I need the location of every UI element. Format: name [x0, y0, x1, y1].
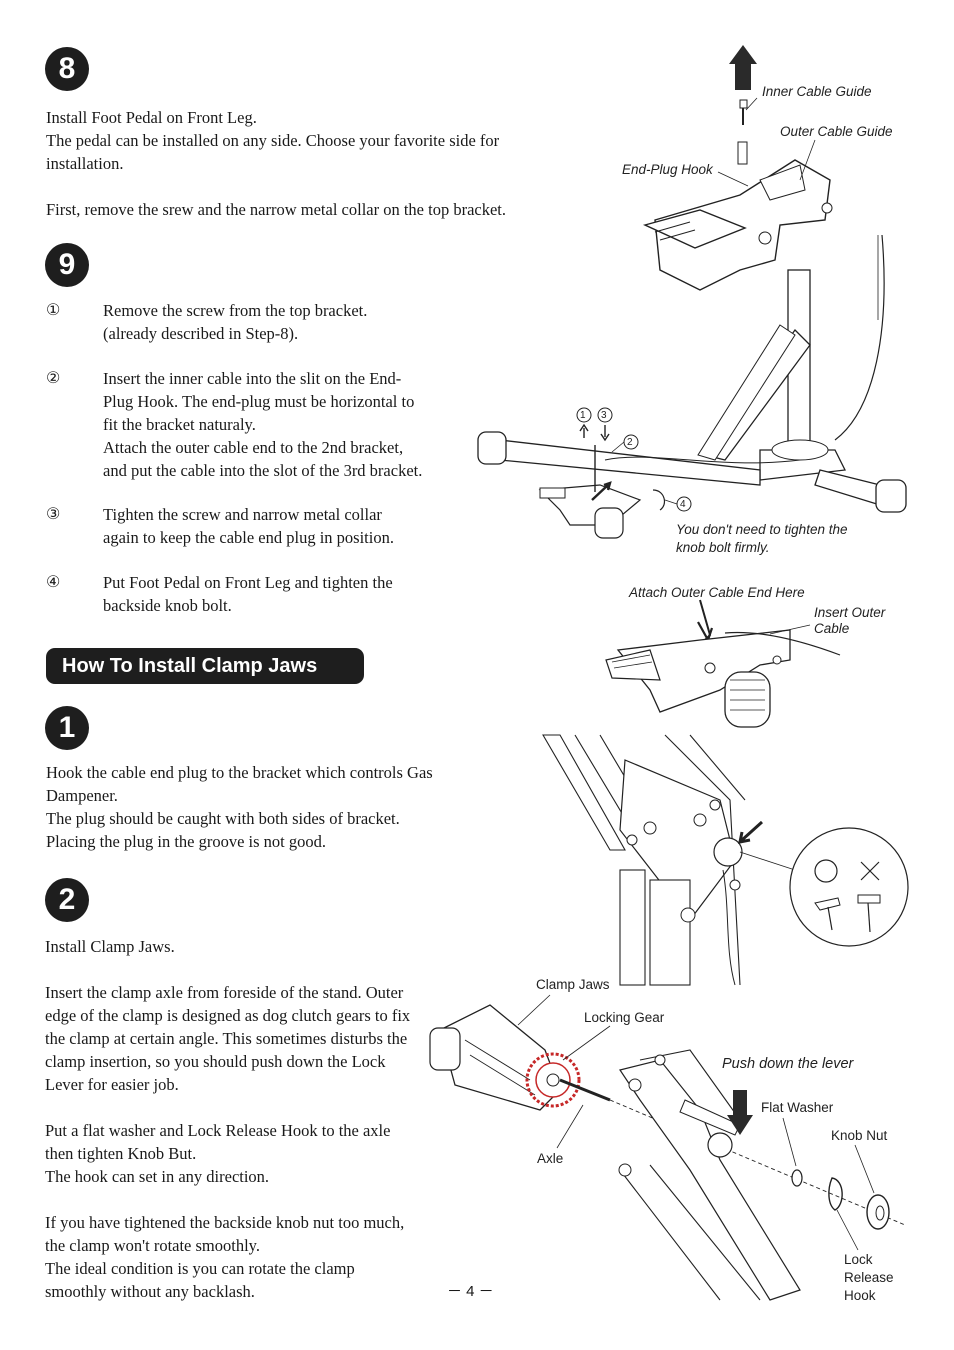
step-1-text: Hook the cable end plug to the bracket w… — [46, 763, 433, 851]
step-8-badge: 8 — [45, 47, 89, 91]
step-9-item-4-text: Put Foot Pedal on Front Leg and tighten … — [103, 573, 393, 615]
label-outer-cable-guide: Outer Cable Guide — [780, 124, 893, 139]
step-9-item-1-text: Remove the screw from the top bracket. (… — [103, 301, 368, 343]
label-knob-note: You don't need to tighten the knob bolt … — [676, 522, 848, 555]
step-2-text: Install Clamp Jaws. Insert the clamp axl… — [45, 937, 411, 1301]
label-clamp-jaws: Clamp Jaws — [536, 977, 610, 992]
section-title: How To Install Clamp Jaws — [46, 648, 364, 684]
label-knob-nut: Knob Nut — [831, 1128, 888, 1143]
step-1-badge: 1 — [45, 706, 89, 750]
step-9-item-4-num: ④ — [46, 574, 61, 591]
label-end-plug-hook: End-Plug Hook — [622, 162, 713, 177]
label-inner-cable-guide: Inner Cable Guide — [762, 84, 872, 99]
label-axle: Axle — [537, 1151, 564, 1166]
callout-1: 1 — [580, 410, 586, 421]
step-9-item-1-num: ① — [46, 302, 61, 319]
callout-4: 4 — [680, 499, 686, 510]
step-9-item-2-text: Insert the inner cable into the slit on … — [103, 369, 423, 480]
step-9-item-3-num: ③ — [46, 506, 61, 523]
label-attach-outer: Attach Outer Cable End Here — [629, 585, 805, 600]
step-9-badge: 9 — [45, 243, 89, 287]
step-9-item-2-num: ② — [46, 370, 61, 387]
step-8-text: Install Foot Pedal on Front Leg. The ped… — [46, 108, 507, 219]
step-9-item-3-text: Tighten the screw and narrow metal colla… — [103, 505, 394, 547]
step-2-badge: 2 — [45, 878, 89, 922]
label-flat-washer: Flat Washer — [761, 1100, 834, 1115]
label-insert-outer: Insert Outer Cable — [814, 605, 886, 636]
label-lock-release-hook: Lock Release Hook — [844, 1252, 894, 1303]
callout-3: 3 — [601, 410, 607, 421]
callout-2: 2 — [627, 437, 633, 448]
page-number: － 4 － — [447, 1283, 494, 1300]
label-locking-gear: Locking Gear — [584, 1010, 665, 1025]
label-push-down: Push down the lever — [722, 1056, 854, 1072]
